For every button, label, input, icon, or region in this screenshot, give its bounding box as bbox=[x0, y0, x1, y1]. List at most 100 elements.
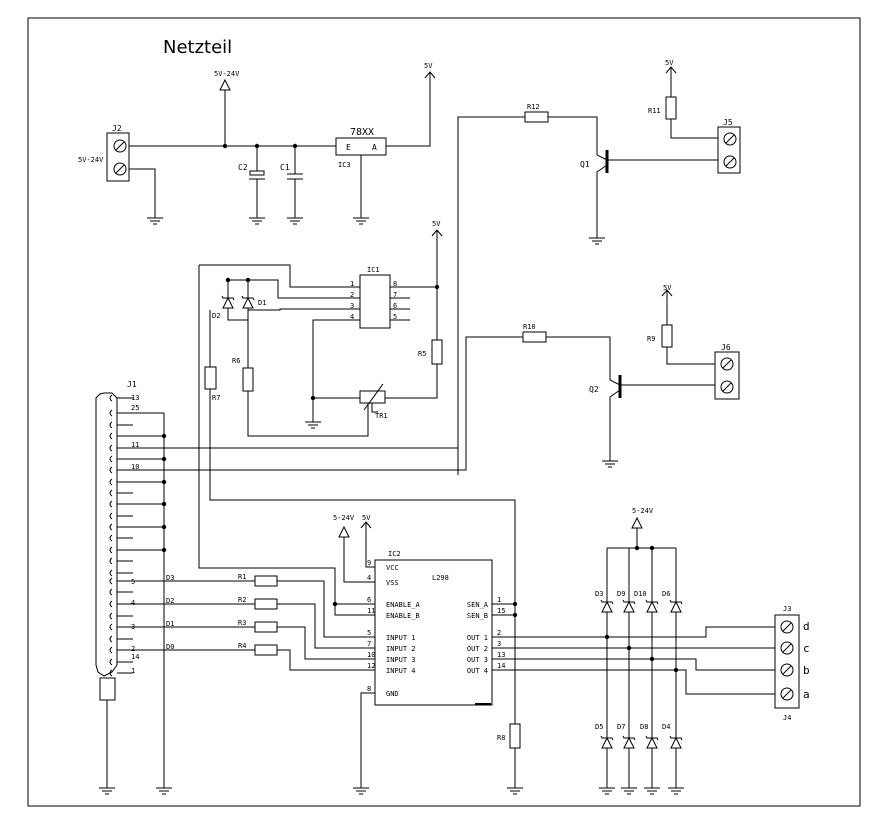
j1-pin-contact bbox=[109, 500, 113, 508]
svg-text:D3: D3 bbox=[595, 590, 603, 598]
ic2-left-pin-num: 11 bbox=[367, 607, 375, 615]
svg-text:c: c bbox=[803, 642, 810, 655]
svg-text:5-24V: 5-24V bbox=[632, 507, 654, 515]
j1-pin-contact bbox=[109, 455, 113, 463]
svg-text:5: 5 bbox=[131, 578, 135, 586]
j1-pin-contact bbox=[109, 658, 113, 666]
svg-text:J6: J6 bbox=[721, 343, 731, 352]
svg-text:D2: D2 bbox=[166, 597, 174, 605]
ic2-left-pin-name: INPUT 3 bbox=[386, 656, 416, 664]
svg-text:R4: R4 bbox=[238, 642, 246, 650]
j1-pin-contact bbox=[109, 466, 113, 474]
trimmer-tr1 bbox=[359, 390, 386, 404]
svg-text:D8: D8 bbox=[640, 723, 648, 731]
j1-pin-contact bbox=[109, 569, 113, 577]
ic2-left-pin-num: 10 bbox=[367, 651, 375, 659]
connector-j6 bbox=[714, 351, 740, 400]
svg-text:10: 10 bbox=[131, 463, 139, 471]
ic2-left-pin-name: GND bbox=[386, 690, 399, 698]
supply-label: 5V-24V bbox=[214, 70, 240, 78]
svg-text:J4: J4 bbox=[783, 714, 791, 722]
ic2-right-pin-num: 13 bbox=[497, 651, 505, 659]
svg-text:R7: R7 bbox=[212, 394, 220, 402]
svg-text:D10: D10 bbox=[634, 590, 647, 598]
svg-text:4: 4 bbox=[350, 313, 354, 321]
j1-pin-contact bbox=[109, 646, 113, 654]
regulator-ic3 bbox=[335, 137, 387, 156]
connector-j5 bbox=[717, 126, 741, 174]
svg-text:R9: R9 bbox=[647, 335, 655, 343]
svg-text:14: 14 bbox=[131, 653, 139, 661]
ic2-right-pin-num: 14 bbox=[497, 662, 505, 670]
ic2-left-pin-name: INPUT 1 bbox=[386, 634, 416, 642]
ic2-left-pin-name: VSS bbox=[386, 579, 399, 587]
svg-text:J5: J5 bbox=[723, 118, 733, 127]
frame bbox=[27, 17, 861, 807]
svg-text:1: 1 bbox=[131, 667, 135, 675]
svg-text:L298: L298 bbox=[432, 574, 449, 582]
svg-text:5: 5 bbox=[393, 313, 397, 321]
j1-pin-contact bbox=[109, 546, 113, 554]
svg-text:5V: 5V bbox=[665, 59, 674, 67]
svg-text:R10: R10 bbox=[523, 323, 536, 331]
svg-text:11: 11 bbox=[131, 441, 139, 449]
svg-text:IC2: IC2 bbox=[388, 550, 401, 558]
j1-pin-contact bbox=[109, 635, 113, 643]
ic2-right-pin-num: 1 bbox=[497, 596, 501, 604]
svg-text:A: A bbox=[372, 143, 377, 152]
j1-pin-contact bbox=[109, 394, 113, 402]
svg-text:5V: 5V bbox=[663, 284, 672, 292]
svg-text:D2: D2 bbox=[212, 312, 220, 320]
j1-pin-contact bbox=[109, 577, 113, 585]
svg-text:R6: R6 bbox=[232, 357, 240, 365]
svg-text:E: E bbox=[346, 143, 351, 152]
ic2-left-pin-num: 6 bbox=[367, 596, 371, 604]
svg-text:4: 4 bbox=[131, 599, 135, 607]
ic2-right-pin-name: SEN_A bbox=[467, 601, 489, 609]
svg-text:8: 8 bbox=[393, 280, 397, 288]
ic2-right-pin-name: OUT 1 bbox=[467, 634, 488, 642]
svg-text:5-24V: 5-24V bbox=[333, 514, 355, 522]
svg-text:a: a bbox=[803, 688, 810, 701]
ic2-l298: IC2 L298 5-24V 5V R8 bbox=[332, 514, 524, 795]
svg-text:3: 3 bbox=[350, 302, 354, 310]
ic2-right-pin-name: OUT 3 bbox=[467, 656, 488, 664]
j1-pin-contact bbox=[109, 534, 113, 542]
svg-text:D1: D1 bbox=[258, 299, 266, 307]
svg-text:D1: D1 bbox=[166, 620, 174, 628]
ic2-left-pin-num: 8 bbox=[367, 685, 371, 693]
j1-pin-contact bbox=[109, 409, 113, 417]
ic2-left-pin-num: 5 bbox=[367, 629, 371, 637]
ic2-left-pin-num: 7 bbox=[367, 640, 371, 648]
output-section: 5-24V D3 D9 D10 D6 D5 D7 D8 D4 J3 bbox=[492, 507, 810, 795]
svg-text:J3: J3 bbox=[783, 605, 791, 613]
j2-label: J2 bbox=[112, 124, 122, 133]
ic2-right-pin-name: SEN_B bbox=[467, 612, 488, 620]
j1-pin-contact bbox=[109, 421, 113, 429]
connector-j3-j4 bbox=[774, 614, 800, 709]
ic2-right-pin-name: OUT 2 bbox=[467, 645, 488, 653]
ic2-left-pin-num: 4 bbox=[367, 574, 371, 582]
j1-pin-contact bbox=[109, 523, 113, 531]
connector-j2 bbox=[106, 132, 130, 182]
j1-pin-contact bbox=[109, 600, 113, 608]
power-section: J2 5V-24V 5V-24V C2 C1 78XX E A IC3 bbox=[78, 62, 436, 225]
ic2-right-pin-num: 3 bbox=[497, 640, 501, 648]
svg-text:R1: R1 bbox=[238, 573, 246, 581]
ic2-left-pin-num: 12 bbox=[367, 662, 375, 670]
reg-ref: IC3 bbox=[338, 161, 351, 169]
reg-name: 78XX bbox=[350, 127, 374, 138]
svg-text:7: 7 bbox=[393, 291, 397, 299]
svg-text:13: 13 bbox=[131, 394, 139, 402]
svg-text:1: 1 bbox=[350, 280, 354, 288]
j1-pin-contact bbox=[109, 444, 113, 452]
svg-text:D4: D4 bbox=[662, 723, 670, 731]
ic2-left-pin-num: 9 bbox=[367, 559, 371, 567]
title: Netzteil bbox=[163, 37, 232, 58]
ic2-right-pin-name: OUT 4 bbox=[467, 667, 488, 675]
svg-text:R5: R5 bbox=[418, 350, 426, 358]
ic1-section: IC1 1 2 3 4 8 7 6 5 5V R5 TR1 bbox=[198, 220, 516, 724]
svg-text:Q2: Q2 bbox=[589, 385, 599, 394]
j1-pin-contact bbox=[109, 669, 113, 677]
